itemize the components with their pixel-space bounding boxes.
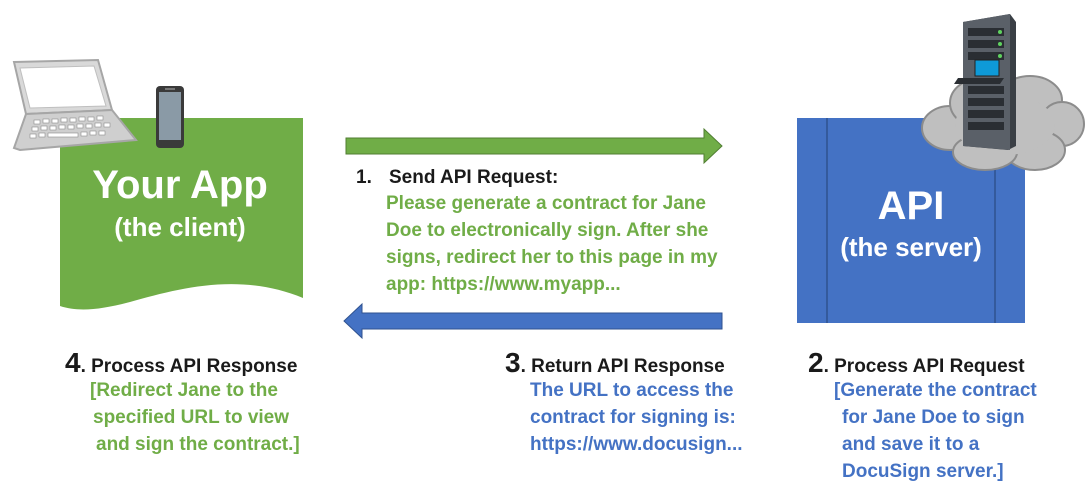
smartphone-icon [156,86,184,148]
step3-heading: 3. Return API Response [505,347,725,379]
response-arrow [343,302,723,340]
step1-line-3: signs, redirect her to this page in my [386,247,718,268]
request-arrow [345,127,723,165]
step4-number: 4 [65,347,81,378]
step3-number: 3 [505,347,521,378]
step1-title: Send API Request: [389,167,559,188]
client-title: Your App [92,163,268,207]
step2-title: . Process API Request [823,356,1025,377]
step3-title: . Return API Response [520,356,725,377]
step3-line-2: contract for signing is: [530,407,736,428]
client-subtitle: (the client) [114,212,246,242]
step4-line-2: specified URL to view [93,407,290,428]
step4-title: . Process API Response [80,356,298,377]
step1-number: 1. [356,167,372,188]
server-title: API [877,184,945,228]
step4-line-3: and sign the contract.] [96,434,300,455]
server-subtitle: (the server) [840,232,982,262]
step2-number: 2 [808,347,824,378]
laptop-icon [12,58,138,152]
step1-line-4: app: https://www.myapp... [386,274,621,295]
step3-line-1: The URL to access the [530,380,734,401]
step2-heading: 2. Process API Request [808,347,1025,379]
server-rack-icon [954,14,1016,150]
step2-line-4: DocuSign server.] [842,461,1004,482]
step2-line-3: and save it to a [842,434,980,455]
step4-line-1: [Redirect Jane to the [90,380,278,401]
step1-line-1: Please generate a contract for Jane [386,193,706,214]
step2-line-2: for Jane Doe to sign [842,407,1025,428]
client-box [60,118,303,310]
step3-line-3: https://www.docusign... [530,434,743,455]
step1-line-2: Doe to electronically sign. After she [386,220,709,241]
step2-line-1: [Generate the contract [834,380,1037,401]
step4-heading: 4. Process API Response [65,347,297,379]
